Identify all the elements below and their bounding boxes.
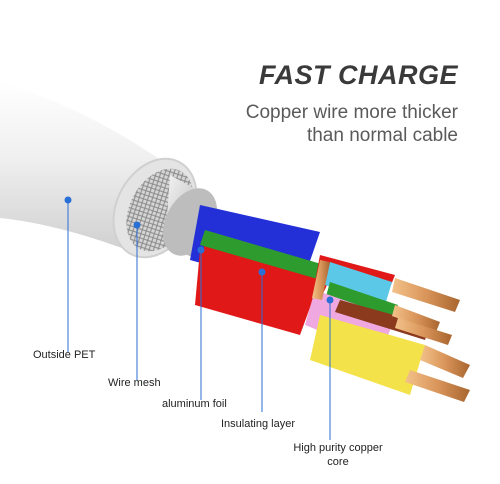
headline-subtitle: Copper wire more thicker than normal cab… bbox=[178, 101, 458, 147]
callout-dot-copper-core bbox=[326, 296, 334, 304]
green-wire bbox=[200, 230, 335, 282]
copper-cores bbox=[312, 260, 470, 402]
callout-lines bbox=[64, 196, 334, 440]
insulated-wires bbox=[190, 205, 430, 395]
red-wire-lower bbox=[195, 250, 320, 335]
callout-dot-insulating-layer bbox=[258, 268, 266, 276]
label-aluminum-foil: aluminum foil bbox=[162, 398, 227, 410]
yellow-wire bbox=[310, 315, 425, 395]
callout-dot-aluminum-foil bbox=[197, 246, 205, 254]
subtitle-line-2: than normal cable bbox=[306, 125, 458, 146]
label-outside-pet: Outside PET bbox=[33, 349, 96, 361]
label-copper-core: High purity copper core bbox=[283, 441, 393, 469]
label-copper-core-line-1: High purity copper bbox=[293, 442, 383, 454]
label-copper-core-line-2: core bbox=[327, 456, 349, 468]
label-insulating-layer: Insulating layer bbox=[221, 418, 295, 430]
subtitle-line-1: Copper wire more thicker bbox=[245, 102, 458, 123]
label-wire-mesh: Wire mesh bbox=[108, 377, 161, 389]
callout-dot-wire-mesh bbox=[133, 221, 141, 229]
cyan-wire bbox=[325, 262, 392, 305]
headline-title: FAST CHARGE bbox=[258, 60, 458, 90]
callout-dot-outside-pet bbox=[64, 196, 72, 204]
